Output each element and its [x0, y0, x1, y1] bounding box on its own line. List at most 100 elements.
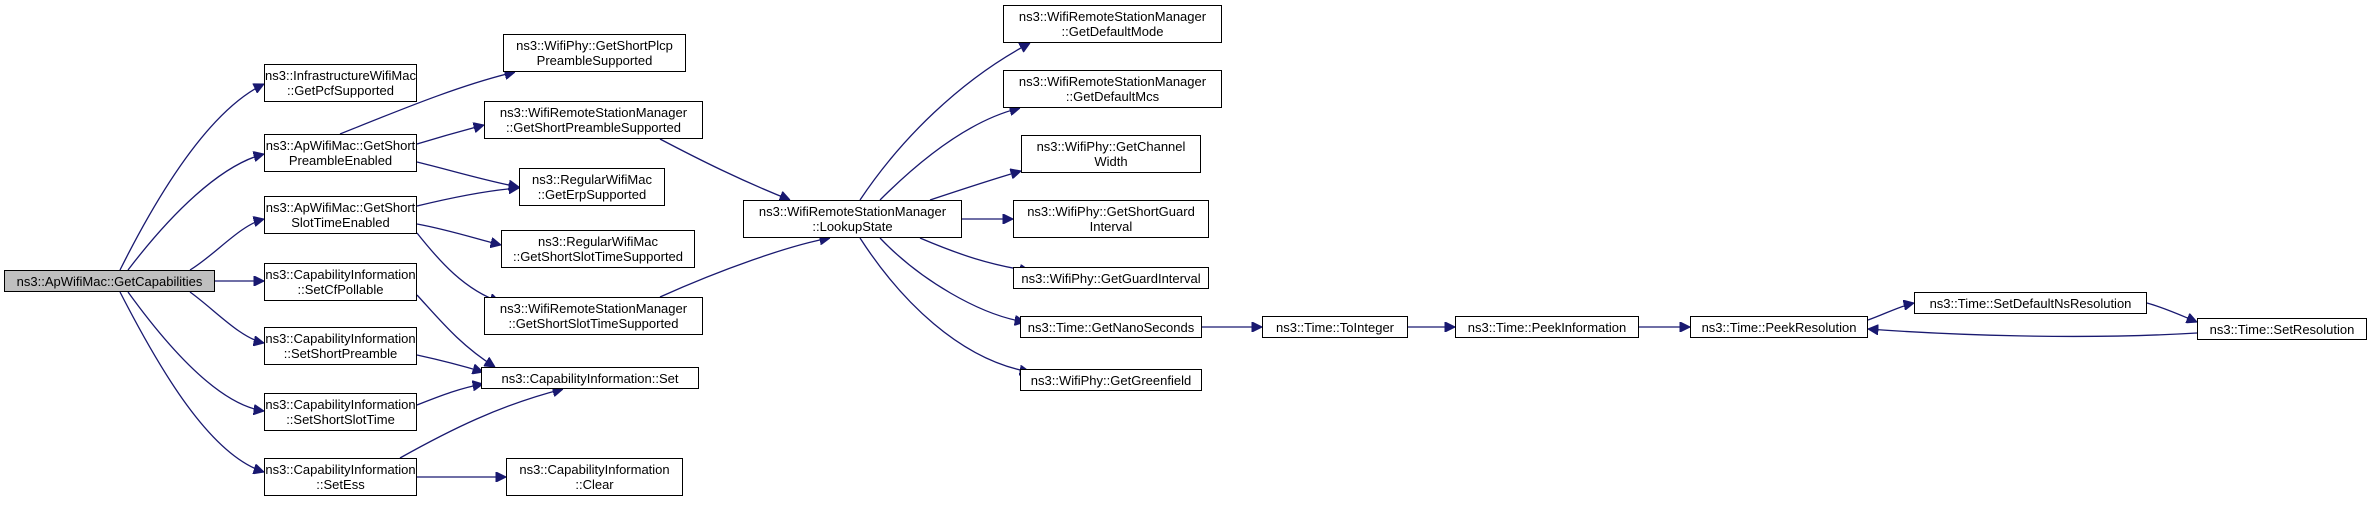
edge-getcapabilities-to-getshortpreambleenabled [127, 154, 264, 271]
edge-getshortslottimeenabled-to-getshortslottimesupported-manager [416, 232, 500, 302]
node-label: ns3::Time::PeekInformation [1467, 319, 1627, 335]
node-label: ns3::ApWifiMac::GetCapabilities [16, 273, 203, 289]
node-label: ns3::WifiRemoteStationManager [499, 301, 688, 316]
edge-peekresolution-to-setdefaultnsresolution [1867, 303, 1914, 321]
node-capability-information-set[interactable]: ns3::CapabilityInformation::Set [481, 367, 699, 389]
node-time-set-resolution[interactable]: ns3::Time::SetResolution [2197, 318, 2367, 340]
node-label: ns3::CapabilityInformation [265, 331, 416, 346]
node-label: ::GetPcfSupported [287, 83, 394, 98]
node-label: ns3::WifiPhy::GetGreenfield [1030, 372, 1192, 388]
edge-getshortslottimesupported-to-lookupstate [659, 238, 830, 298]
node-label: ::GetDefaultMcs [1065, 89, 1160, 104]
edge-getshortslottimeenabled-to-getshortslottimesupported-regular [416, 223, 501, 245]
edge-getcapabilities-to-getshortslottimeenabled [189, 219, 264, 271]
node-wifi-phy-get-short-guard-interval[interactable]: ns3::WifiPhy::GetShortGuard Interval [1013, 200, 1209, 238]
node-label: ns3::RegularWifiMac [538, 234, 658, 249]
edge-setcfpollable-to-set [416, 294, 495, 367]
node-label: Interval [1089, 219, 1133, 234]
node-wifi-phy-get-channel-width[interactable]: ns3::WifiPhy::GetChannel Width [1021, 135, 1201, 173]
node-label: ns3::WifiRemoteStationManager [499, 105, 688, 120]
node-ap-wifi-mac-get-short-slot-time-enabled[interactable]: ns3::ApWifiMac::GetShort SlotTimeEnabled [264, 196, 417, 234]
node-label: ns3::WifiRemoteStationManager [1018, 9, 1207, 24]
node-capability-information-clear[interactable]: ns3::CapabilityInformation ::Clear [506, 458, 683, 496]
node-wifi-remote-station-manager-get-short-preamble-supported[interactable]: ns3::WifiRemoteStationManager ::GetShort… [484, 101, 703, 139]
node-infrastructure-wifi-mac-get-pcf-supported[interactable]: ns3::InfrastructureWifiMac ::GetPcfSuppo… [264, 64, 417, 102]
node-wifi-remote-station-manager-get-default-mode[interactable]: ns3::WifiRemoteStationManager ::GetDefau… [1003, 5, 1222, 43]
edge-getcapabilities-to-setess [119, 291, 264, 472]
node-label: ::LookupState [812, 219, 893, 234]
node-wifi-remote-station-manager-get-short-slot-time-supported[interactable]: ns3::WifiRemoteStationManager ::GetShort… [484, 297, 703, 335]
node-label: SlotTimeEnabled [291, 215, 390, 230]
edge-lookupstate-to-getnanoseconds [879, 237, 1025, 322]
node-time-peek-resolution[interactable]: ns3::Time::PeekResolution [1690, 316, 1868, 338]
edge-getcapabilities-to-getpcfsupported [119, 84, 264, 271]
node-label: ns3::Time::GetNanoSeconds [1027, 319, 1195, 335]
edge-getcapabilities-to-setshortslottime [127, 291, 264, 411]
node-time-get-nano-seconds[interactable]: ns3::Time::GetNanoSeconds [1020, 316, 1202, 338]
node-label: ::SetCfPollable [297, 282, 384, 297]
node-label: Width [1094, 154, 1128, 169]
node-ap-wifi-mac-get-short-preamble-enabled[interactable]: ns3::ApWifiMac::GetShort PreambleEnabled [264, 134, 417, 172]
edge-getshortpreambleenabled-to-getshortpreamblesupported [416, 125, 484, 145]
edge-lookupstate-to-getgreenfield [859, 237, 1030, 372]
edge-getshortslottimeenabled-to-geterpsupported [416, 188, 519, 207]
edge-setshortslottime-to-set [416, 384, 483, 406]
node-label: ns3::WifiPhy::GetShortGuard [1027, 204, 1195, 219]
edge-setess-to-set [399, 389, 563, 459]
node-wifi-remote-station-manager-get-default-mcs[interactable]: ns3::WifiRemoteStationManager ::GetDefau… [1003, 70, 1222, 108]
node-regular-wifi-mac-get-short-slot-time-supported[interactable]: ns3::RegularWifiMac ::GetShortSlotTimeSu… [501, 230, 695, 268]
node-label: ::SetEss [316, 477, 365, 492]
node-label: ns3::InfrastructureWifiMac [265, 68, 416, 83]
node-label: ns3::Time::PeekResolution [1701, 319, 1857, 335]
node-label: PreambleEnabled [288, 153, 393, 168]
node-time-set-default-ns-resolution[interactable]: ns3::Time::SetDefaultNsResolution [1914, 292, 2147, 314]
edge-setresolution-to-peekresolution [1868, 329, 2198, 338]
node-label: ns3::WifiPhy::GetShortPlcp [516, 38, 673, 53]
node-label: ns3::WifiRemoteStationManager [758, 204, 947, 219]
edge-getshortpreambleenabled-to-getshortplcppreamblesupported [339, 72, 515, 135]
node-label: ns3::ApWifiMac::GetShort [265, 200, 416, 215]
node-label: ns3::Time::SetDefaultNsResolution [1929, 295, 2132, 311]
node-time-peek-information[interactable]: ns3::Time::PeekInformation [1455, 316, 1639, 338]
node-label: ::SetShortSlotTime [286, 412, 395, 427]
edge-setshortpreamble-to-set [416, 354, 483, 372]
node-regular-wifi-mac-get-erp-supported[interactable]: ns3::RegularWifiMac ::GetErpSupported [519, 168, 665, 206]
node-label: ns3::CapabilityInformation [265, 397, 416, 412]
node-label: ::GetShortSlotTimeSupported [512, 249, 684, 264]
edge-getcapabilities-to-setshortpreamble [189, 291, 264, 343]
edge-setdefaultnsresolution-to-setresolution [2146, 302, 2197, 322]
node-label: ns3::WifiPhy::GetGuardInterval [1021, 270, 1201, 286]
node-label: ::GetShortSlotTimeSupported [508, 316, 679, 331]
node-label: ::GetShortPreambleSupported [506, 120, 681, 135]
node-capability-information-set-ess[interactable]: ns3::CapabilityInformation ::SetEss [264, 458, 417, 496]
node-ap-wifi-mac-get-capabilities: ns3::ApWifiMac::GetCapabilities [4, 270, 215, 292]
node-capability-information-set-cf-pollable[interactable]: ns3::CapabilityInformation ::SetCfPollab… [264, 263, 417, 301]
node-time-to-integer[interactable]: ns3::Time::ToInteger [1262, 316, 1408, 338]
node-capability-information-set-short-preamble[interactable]: ns3::CapabilityInformation ::SetShortPre… [264, 327, 417, 365]
node-label: ns3::WifiRemoteStationManager [1018, 74, 1207, 89]
node-label: ::Clear [575, 477, 614, 492]
node-label: ns3::Time::ToInteger [1275, 319, 1394, 335]
node-label: ns3::Time::SetResolution [2209, 321, 2355, 337]
node-label: ::GetDefaultMode [1061, 24, 1164, 39]
node-label: ns3::CapabilityInformation [519, 462, 670, 477]
edge-lookupstate-to-getdefaultmode [859, 42, 1030, 201]
node-wifi-phy-get-guard-interval[interactable]: ns3::WifiPhy::GetGuardInterval [1013, 267, 1209, 289]
node-label: ns3::RegularWifiMac [532, 172, 652, 187]
edge-lookupstate-to-getdefaultmcs [879, 108, 1020, 201]
node-label: PreambleSupported [536, 53, 653, 68]
edge-getshortpreambleenabled-to-geterpsupported [416, 161, 519, 187]
node-wifi-phy-get-short-plcp-preamble-supported[interactable]: ns3::WifiPhy::GetShortPlcp PreambleSuppo… [503, 34, 686, 72]
edge-lookupstate-to-getchannelwidth [929, 171, 1021, 201]
node-label: ns3::CapabilityInformation::Set [501, 370, 679, 386]
node-label: ::SetShortPreamble [283, 346, 398, 361]
node-label: ns3::WifiPhy::GetChannel [1036, 139, 1186, 154]
node-wifi-phy-get-greenfield[interactable]: ns3::WifiPhy::GetGreenfield [1020, 369, 1202, 391]
edge-getshortpreamblesupported-to-lookupstate [659, 138, 790, 200]
node-label: ns3::CapabilityInformation [265, 267, 416, 282]
node-label: ns3::ApWifiMac::GetShort [265, 138, 416, 153]
node-capability-information-set-short-slot-time[interactable]: ns3::CapabilityInformation ::SetShortSlo… [264, 393, 417, 431]
node-label: ::GetErpSupported [537, 187, 647, 202]
node-wifi-remote-station-manager-lookup-state[interactable]: ns3::WifiRemoteStationManager ::LookupSt… [743, 200, 962, 238]
